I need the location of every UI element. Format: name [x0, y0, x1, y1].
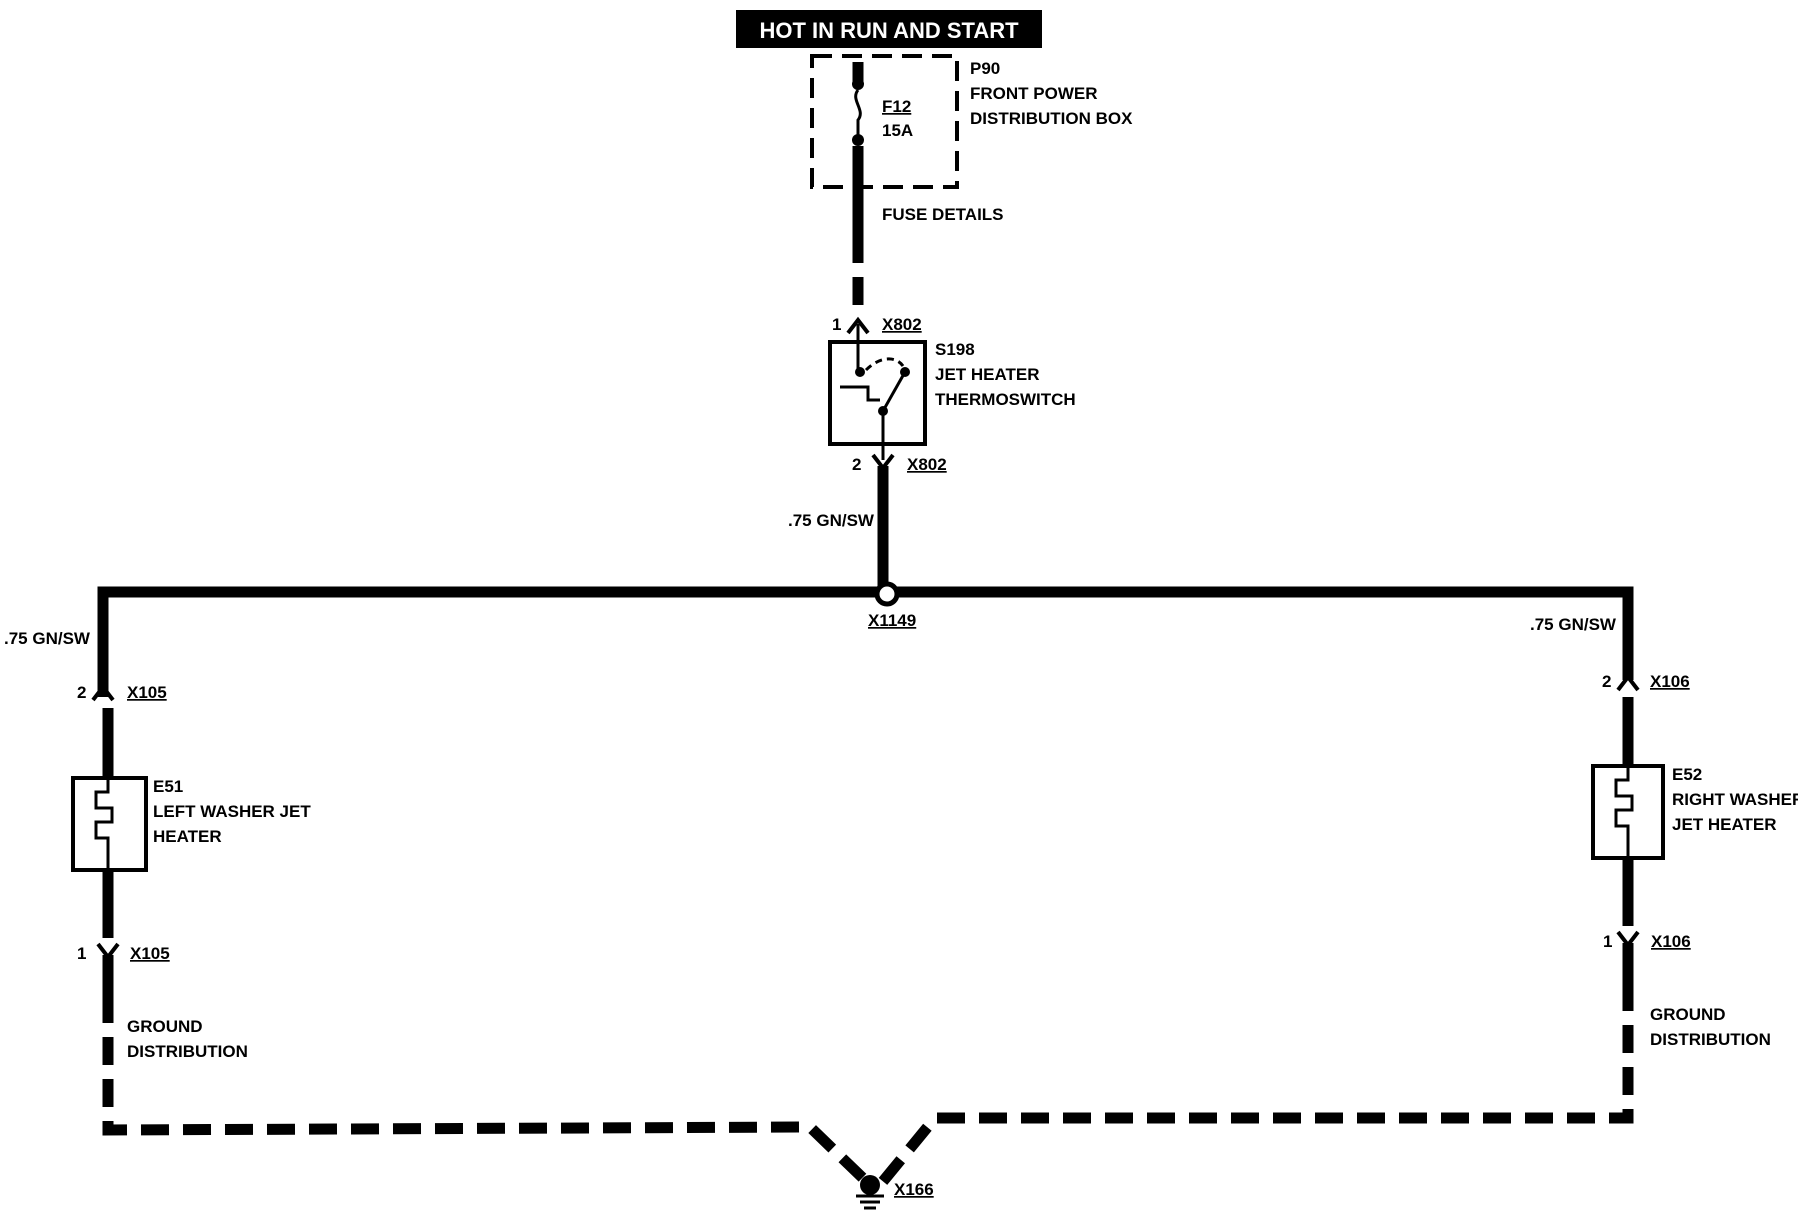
right-pin-top: 2: [1602, 672, 1611, 691]
left-ground-line2: DISTRIBUTION: [127, 1042, 248, 1061]
fuse-details-label: FUSE DETAILS: [882, 205, 1004, 224]
splice-point: [874, 581, 900, 607]
ground-distribution-wire: [102, 983, 1634, 1189]
left-pin-bottom: 1: [77, 944, 86, 963]
switch-connector-top: X802: [882, 315, 922, 334]
right-connector-top: X106: [1650, 672, 1690, 691]
connector-chevron-up-icon: [846, 316, 870, 335]
power-box-line1: FRONT POWER: [970, 84, 1098, 103]
right-ground-line1: GROUND: [1650, 1005, 1726, 1024]
thermoswitch-icon: [840, 324, 910, 460]
power-distribution-box: [810, 54, 959, 189]
switch-line2: THERMOSWITCH: [935, 390, 1076, 409]
left-connector-chevron-up-icon: [91, 683, 115, 702]
left-heater-element-icon: [94, 778, 114, 870]
right-heater-line1: RIGHT WASHER: [1672, 790, 1798, 809]
ground-id: X166: [894, 1180, 934, 1199]
switch-id: S198: [935, 340, 975, 359]
left-wire-label: .75 GN/SW: [4, 629, 91, 648]
thermoswitch-box: [828, 340, 927, 446]
left-heater-line1: LEFT WASHER JET: [153, 802, 311, 821]
left-connector-bottom: X105: [130, 944, 170, 963]
header-title: HOT IN RUN AND START: [759, 18, 1019, 43]
right-wire-label: .75 GN/SW: [1530, 615, 1617, 634]
splice-bus-wire: [97, 586, 1634, 697]
left-heater-line2: HEATER: [153, 827, 222, 846]
right-ground-line2: DISTRIBUTION: [1650, 1030, 1771, 1049]
right-heater-id: E52: [1672, 765, 1702, 784]
fuse-rating: 15A: [882, 121, 913, 140]
left-pin-top: 2: [77, 683, 86, 702]
left-connector-top: X105: [127, 683, 167, 702]
left-heater-id: E51: [153, 777, 183, 796]
power-box-line2: DISTRIBUTION BOX: [970, 109, 1133, 128]
left-ground-line1: GROUND: [127, 1017, 203, 1036]
right-heater-element-icon: [1614, 766, 1634, 858]
power-box-id: P90: [970, 59, 1000, 78]
switch-line1: JET HEATER: [935, 365, 1040, 384]
right-connector-bottom: X106: [1651, 932, 1691, 951]
header-banner: [736, 10, 1042, 48]
splice-id: X1149: [868, 611, 916, 630]
switch-pin-in: 1: [832, 315, 841, 334]
fuse-id: F12: [882, 97, 911, 116]
fuse-bottom-terminal: [852, 134, 864, 146]
right-heater-line2: JET HEATER: [1672, 815, 1777, 834]
switch-connector-bottom: X802: [907, 455, 947, 474]
center-wire-label: .75 GN/SW: [788, 511, 875, 530]
switch-pin-out: 2: [852, 455, 861, 474]
fuse-top-terminal: [852, 78, 864, 90]
right-pin-bottom: 1: [1603, 932, 1612, 951]
right-connector-chevron-up-icon: [1616, 673, 1640, 692]
ground-icon: [856, 1175, 884, 1210]
fuse-element-icon: [854, 89, 862, 138]
